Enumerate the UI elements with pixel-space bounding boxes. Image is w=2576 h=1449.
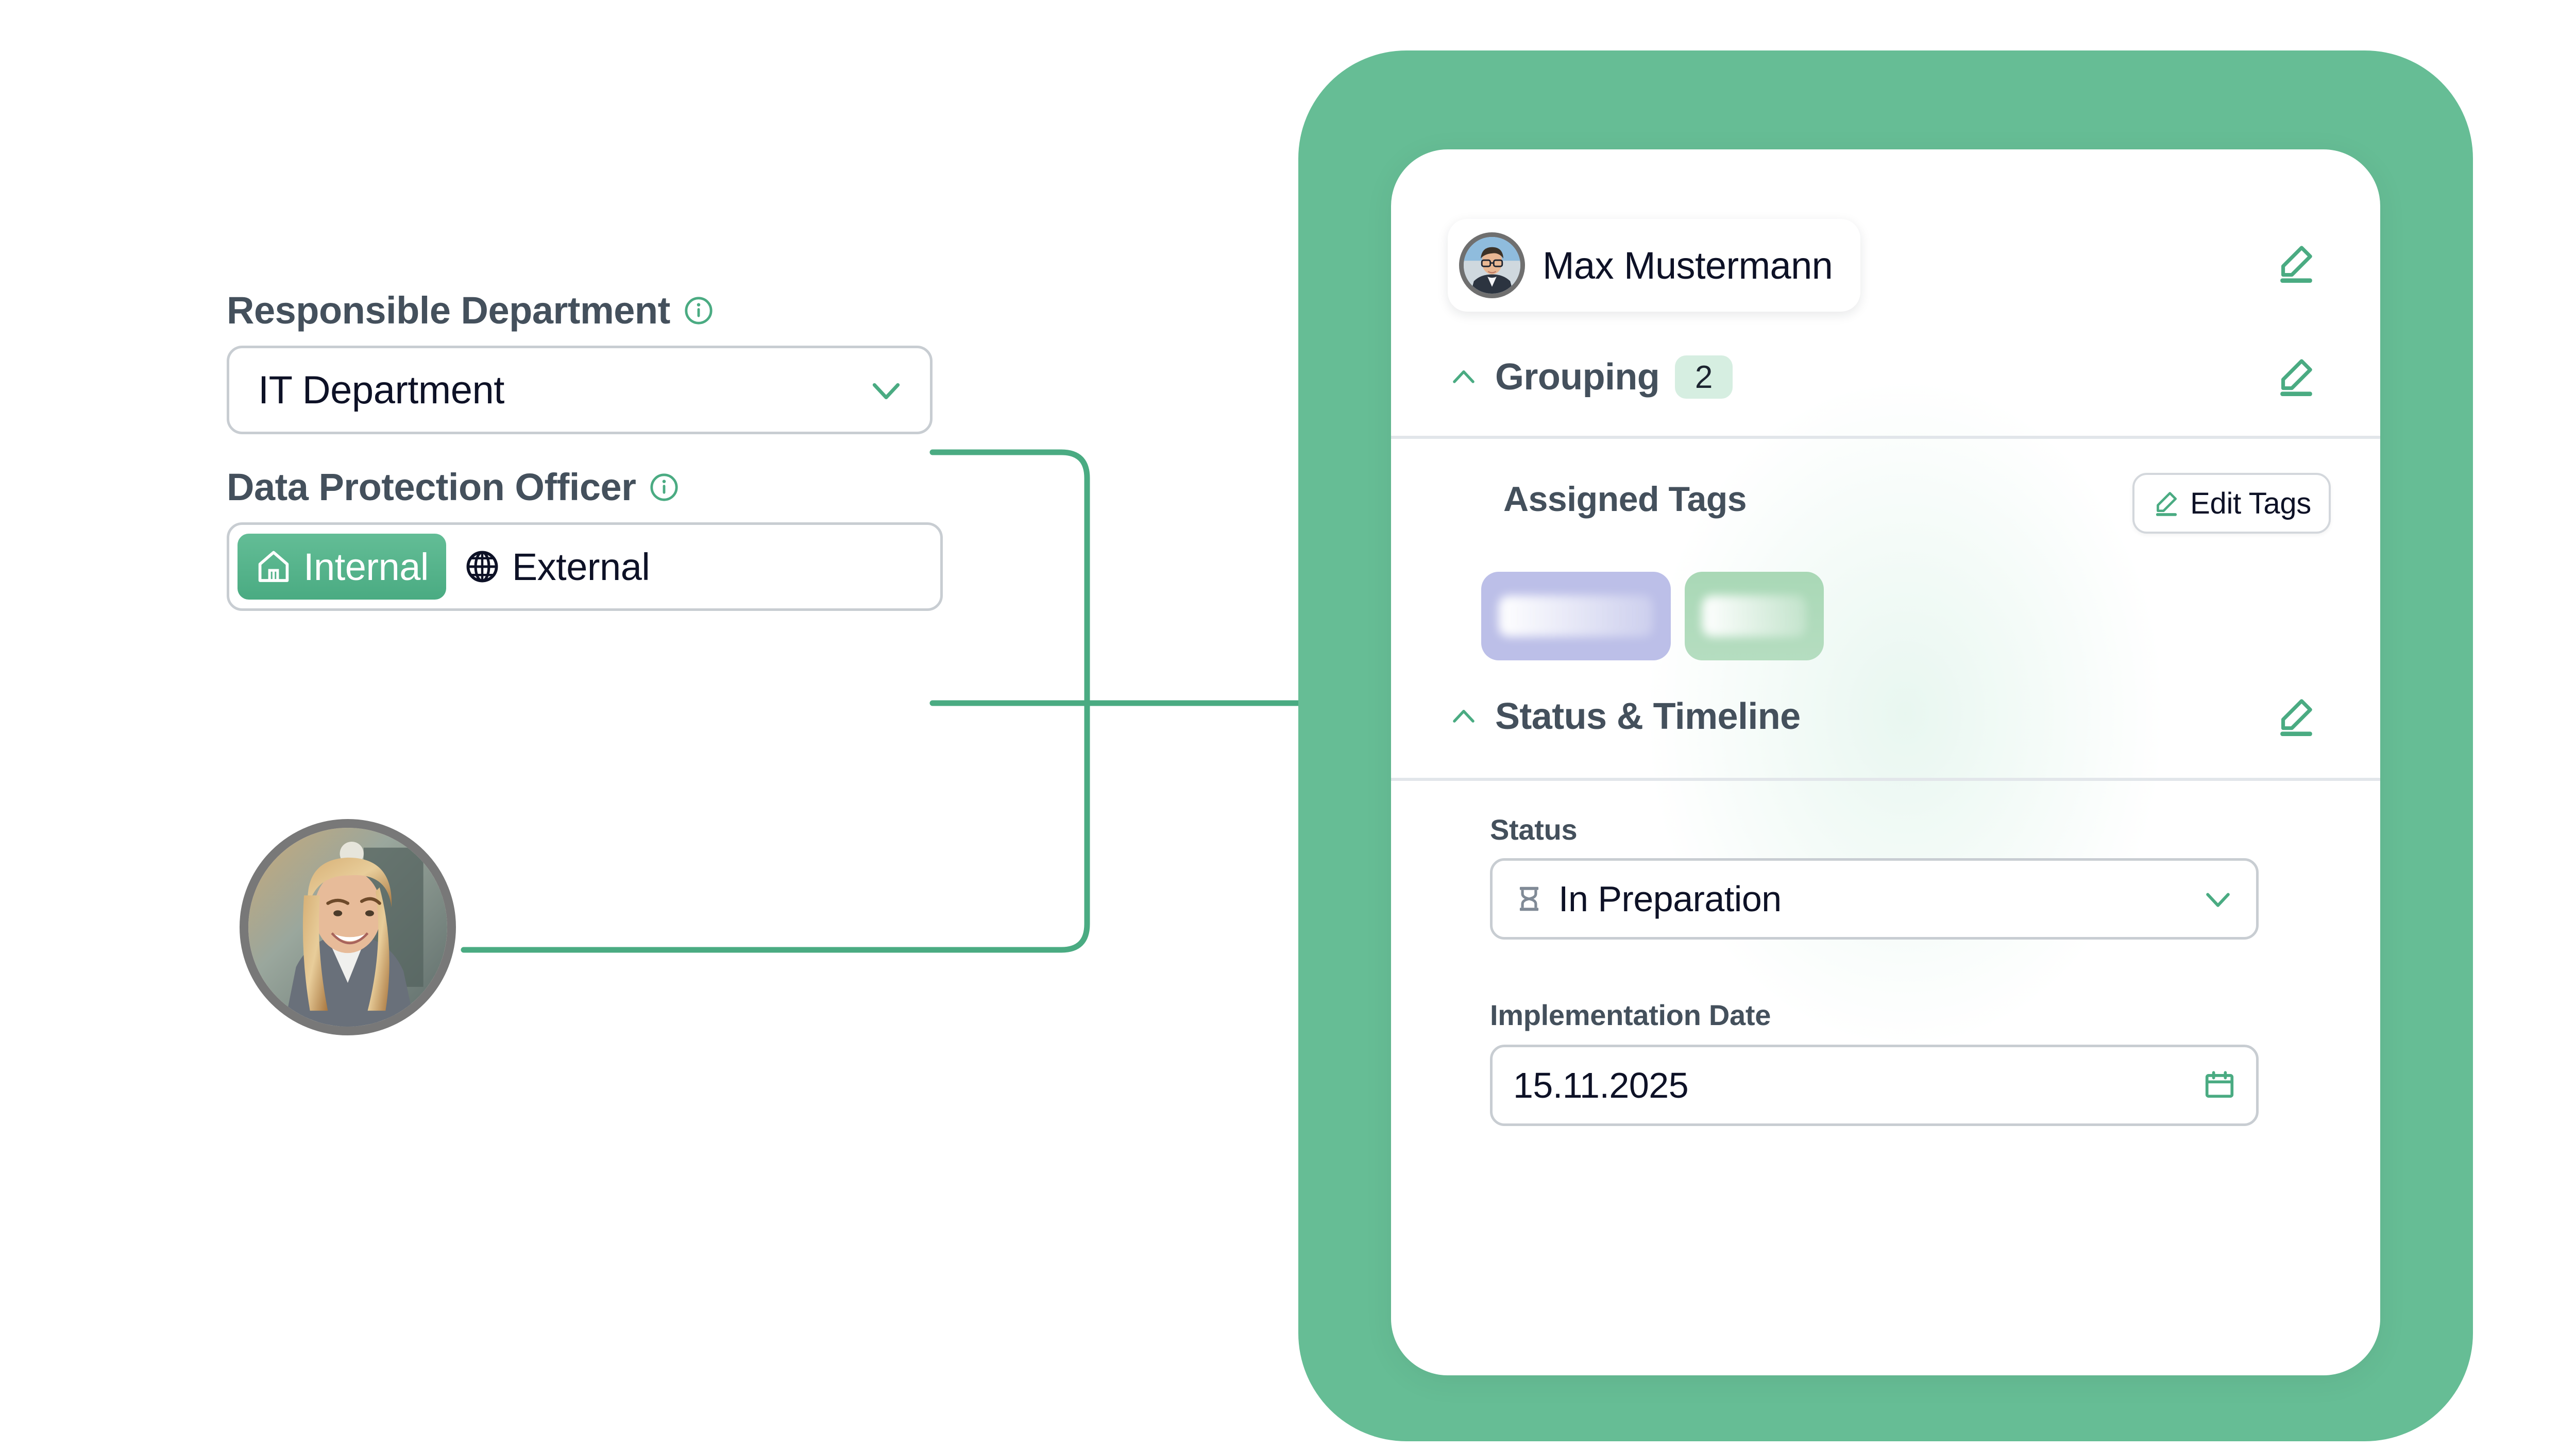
globe-icon xyxy=(466,551,498,583)
implementation-date-label: Implementation Date xyxy=(1490,999,1771,1031)
status-timeline-title: Status & Timeline xyxy=(1495,696,1801,737)
detail-card: Max Mustermann Grouping 2 Assigned Tags xyxy=(1391,149,2380,1375)
status-select[interactable]: In Preparation xyxy=(1490,858,2259,940)
tag-chip[interactable] xyxy=(1481,572,1671,660)
dpo-option-internal-label: Internal xyxy=(303,545,429,588)
grouping-count-badge: 2 xyxy=(1675,355,1733,399)
dpo-option-external[interactable]: External xyxy=(446,534,667,600)
card-content: Max Mustermann Grouping 2 Assigned Tags xyxy=(1391,149,2380,1375)
person-photo-illustration xyxy=(248,828,447,1027)
implementation-date-input[interactable]: 15.11.2025 xyxy=(1490,1045,2259,1126)
avatar xyxy=(1459,232,1525,298)
dpo-label: Data Protection Officer xyxy=(227,466,636,508)
department-label: Responsible Department xyxy=(227,289,670,332)
department-select[interactable]: IT Department xyxy=(227,346,933,434)
dpo-option-external-label: External xyxy=(512,545,650,588)
edit-status-timeline-button[interactable] xyxy=(2274,694,2318,739)
status-field-label: Status xyxy=(1490,813,1578,846)
dpo-option-internal[interactable]: Internal xyxy=(238,534,446,600)
pencil-edit-icon xyxy=(2156,492,2177,516)
edit-grouping-button[interactable] xyxy=(2274,354,2318,399)
dpo-toggle-group[interactable]: Internal External xyxy=(227,522,943,611)
person-photo-image xyxy=(248,828,447,1027)
implementation-date-value: 15.11.2025 xyxy=(1513,1065,1689,1105)
home-icon xyxy=(258,551,289,582)
edit-owner-button[interactable] xyxy=(2274,241,2318,285)
tag-redacted-text xyxy=(1499,595,1653,637)
dpo-label-row: Data Protection Officer xyxy=(227,465,999,509)
pencil-edit-icon xyxy=(2280,359,2312,396)
department-label-row: Responsible Department xyxy=(227,288,999,332)
status-timeline-section-header[interactable]: Status & Timeline xyxy=(1448,695,1801,738)
grouping-section-header[interactable]: Grouping 2 xyxy=(1448,355,1733,399)
owner-name: Max Mustermann xyxy=(1543,244,1833,287)
status-value: In Preparation xyxy=(1558,879,1782,919)
hourglass-icon xyxy=(1519,887,1539,911)
department-value: IT Department xyxy=(258,368,504,412)
edit-tags-button[interactable]: Edit Tags xyxy=(2132,473,2331,534)
tag-redacted-text xyxy=(1702,595,1806,637)
grouping-title: Grouping xyxy=(1495,356,1660,398)
owner-chip[interactable]: Max Mustermann xyxy=(1448,219,1861,312)
chevron-up-icon[interactable] xyxy=(1448,361,1480,393)
tag-chip[interactable] xyxy=(1685,572,1824,660)
pencil-edit-icon xyxy=(2280,246,2312,283)
edit-tags-label: Edit Tags xyxy=(2190,486,2311,520)
info-circle-icon[interactable] xyxy=(684,296,714,326)
info-circle-icon[interactable] xyxy=(649,472,679,502)
avatar-photo-illustration xyxy=(1464,237,1520,294)
grouping-divider xyxy=(1391,436,2380,439)
calendar-icon[interactable] xyxy=(2204,1069,2235,1101)
assigned-tags-label: Assigned Tags xyxy=(1503,480,1747,519)
pencil-edit-icon xyxy=(2280,699,2312,736)
left-form-column: Responsible Department IT Department Dat… xyxy=(227,288,999,611)
chevron-up-icon[interactable] xyxy=(1448,701,1480,732)
status-divider xyxy=(1391,778,2380,781)
chevron-down-icon[interactable] xyxy=(2200,881,2235,916)
dpo-person-photo xyxy=(240,819,456,1035)
chevron-down-icon[interactable] xyxy=(866,370,906,410)
